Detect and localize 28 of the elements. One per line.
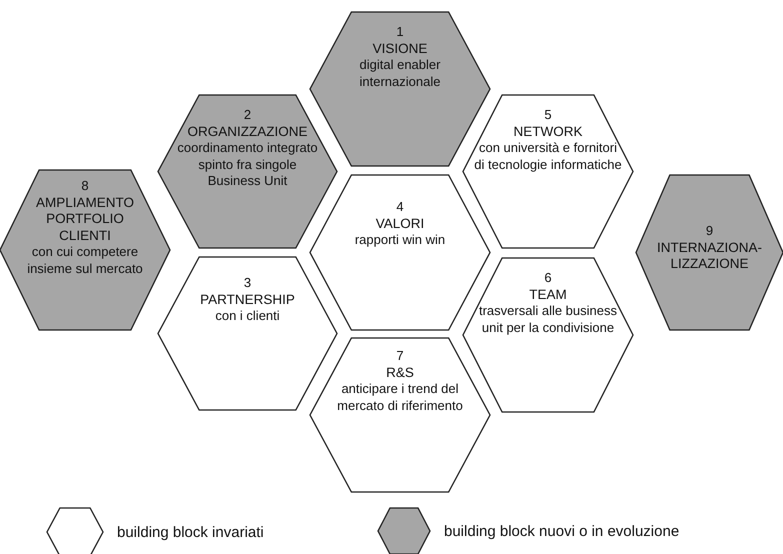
block-number: 9 — [706, 223, 714, 240]
block-title: R&S — [386, 364, 414, 381]
block-title: VALORI — [376, 216, 424, 232]
block-number: 1 — [396, 24, 404, 40]
block-title: PARTNERSHIP — [200, 292, 295, 308]
legend-label: building block invariati — [117, 524, 264, 540]
block-description: digital enabler internazionale — [358, 57, 442, 90]
block-description: anticipare i trend del mercato di riferimento — [336, 381, 464, 414]
block-title: NETWORK — [514, 124, 582, 140]
block-number: 4 — [396, 199, 404, 216]
block-number: 2 — [244, 107, 252, 124]
block-title: VISIONE — [372, 40, 428, 57]
block-description: con università e fornitori di tecnologie informatiche — [473, 140, 623, 173]
block-description: coordinamento integrato spinto fra singole Business Unit — [176, 140, 319, 190]
block-number: 6 — [544, 270, 552, 286]
block-description: con cui competere insieme sul mercato — [26, 244, 144, 277]
block-description: con i clienti — [215, 308, 280, 324]
block-description: trasversali alle business unit per la condivisione — [478, 303, 618, 336]
block-number: 8 — [81, 178, 89, 194]
block-title: INTERNAZIONA- LIZZAZIONE — [656, 240, 763, 272]
block-title: TEAM — [529, 286, 567, 303]
legend-label: building block nuovi o in evoluzione — [444, 522, 680, 540]
block-title: ORGANIZZAZIONE — [187, 124, 308, 140]
block-title: AMPLIAMENTO PORTFOLIO CLIENTI — [34, 194, 136, 244]
block-number: 3 — [244, 275, 252, 292]
block-number: 5 — [544, 107, 552, 124]
block-description: rapporti win win — [354, 232, 446, 248]
block-number: 7 — [396, 348, 404, 364]
